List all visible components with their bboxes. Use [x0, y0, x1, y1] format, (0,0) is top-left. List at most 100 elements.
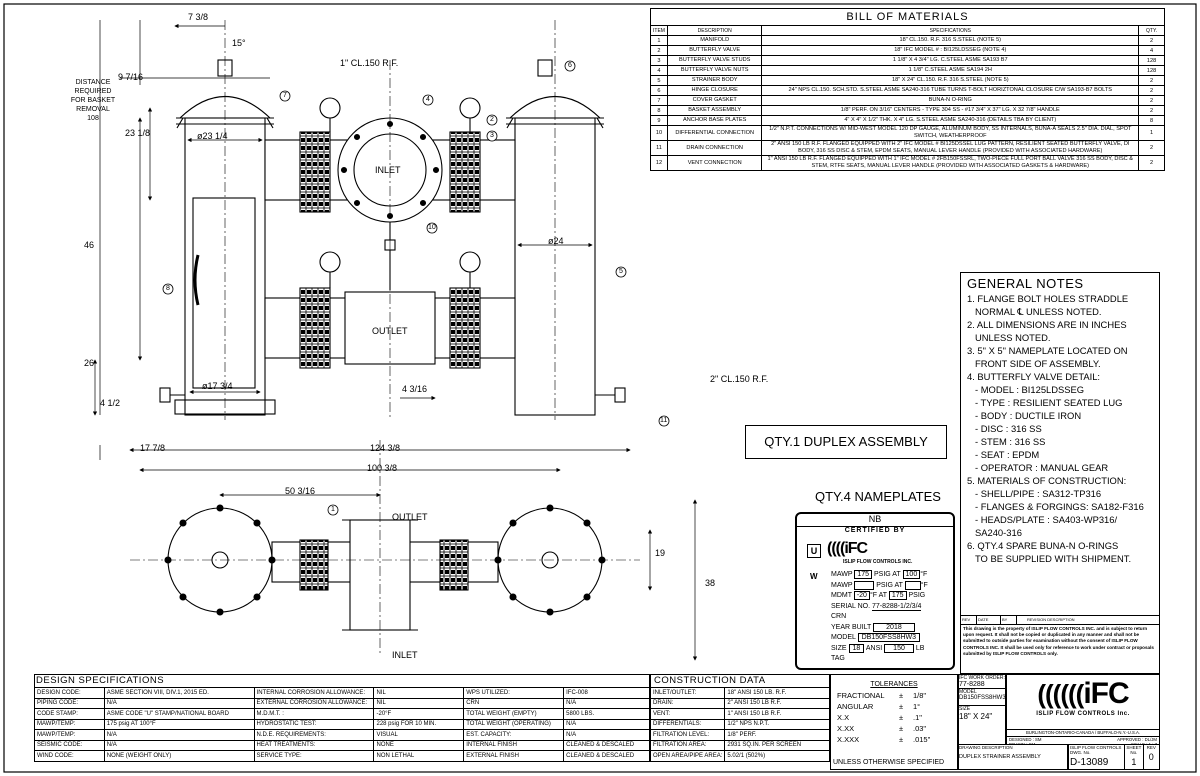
note-line: TO BE SUPPLIED WITH SHIPMENT.: [975, 553, 1132, 564]
rev-label: REV: [1146, 745, 1156, 750]
spec-cell: TOTAL WEIGHT (EMPTY): [463, 708, 565, 720]
spec-cell: HEAT TREATMENTS:: [253, 739, 375, 751]
bom-spec: 1 1/8" C.STEEL ASME SA194 2H: [761, 65, 1140, 76]
bom-desc: DRAIN CONNECTION: [666, 140, 763, 156]
spec-cell: CLEANED & DESCALED: [563, 750, 650, 762]
construction-table: INLET/OUTLET:18" ANSI 150 LB. R.F.DRAIN:…: [649, 687, 830, 762]
bom-desc: VENT CONNECTION: [666, 155, 763, 171]
dim-19: 19: [655, 548, 666, 558]
spec-cell: -20°F: [373, 708, 465, 720]
construction-cell: 18" ANSI 150 LB. R.F.: [724, 687, 830, 699]
note-line: NORMAL ℄ UNLESS NOTED.: [975, 306, 1102, 317]
spec-cell: CLEANED & DESCALED: [563, 739, 650, 751]
dim-dia-23-1-4: ø23 1/4: [197, 131, 228, 141]
dim-15-deg: 15°: [232, 38, 246, 48]
spec-cell: WPS UTILIZED:: [463, 687, 565, 699]
drawing-desc-label: DRAWING DESCRIPTION: [959, 745, 1013, 750]
bom-item: 11: [650, 140, 668, 156]
bom-item: 2: [650, 45, 668, 56]
bom-qty: 2: [1138, 85, 1165, 96]
notes-title: GENERAL NOTES: [967, 276, 1084, 291]
sheet-label: SHEET No.: [1126, 745, 1142, 755]
company-logo: ((((((iFC: [1037, 677, 1129, 710]
revision-block: REV DATE BY REVISION DESCRIPTION This dr…: [960, 615, 1160, 674]
address: BURLINGTON-ONTARIO-CANADA / BUFFALO-N.Y.…: [1007, 730, 1159, 737]
construction-cell: 1" ANSI 150 LB R.F.: [724, 708, 830, 720]
spec-row: DESIGN CODE:ASME SECTION VIII, DIV.1, 20…: [34, 687, 650, 699]
construction-cell: FILTRATION LEVEL:: [649, 729, 726, 741]
bom-desc: COVER GASKET: [666, 95, 763, 106]
bom-qty: 1: [1138, 125, 1165, 141]
dim-4-1-2: 4 1/2: [100, 398, 121, 408]
spec-cell: EXTERNAL CORROSION ALLOWANCE:: [253, 697, 375, 709]
note-line: SA240-316: [975, 527, 1022, 538]
tolerance-cell: ±: [899, 713, 904, 722]
spec-cell: EXTERNAL FINISH: [463, 750, 565, 762]
construction-cell: 2931 SQ.IN. PER SCREEN: [724, 739, 830, 751]
drawing-description-block: DRAWING DESCRIPTION DUPLEX STRAINER ASSE…: [958, 744, 1068, 770]
nameplate-nb: NB: [797, 514, 953, 527]
tolerance-row: FRACTIONAL±1/8": [837, 690, 951, 701]
note-line: - STEM : 316 SS: [975, 436, 1046, 447]
construction-cell: 1/2" NPS N.P.T.: [724, 718, 830, 730]
spec-cell: N/A: [103, 739, 255, 751]
bom-header-qty: QTY.: [1138, 25, 1165, 36]
nameplate: NB CERTIFIED BY U W ((((iFC ISLIP FLOW C…: [795, 512, 955, 670]
tolerance-cell: .03": [913, 724, 927, 733]
spec-cell: EST. CAPACITY:: [463, 729, 565, 741]
spec-cell: N/A: [103, 697, 255, 709]
note-line: 2. ALL DIMENSIONS ARE IN INCHES: [967, 319, 1127, 330]
bom-desc: HINGE CLOSURE: [666, 85, 763, 96]
vent-callout: 1" CL.150 R.F.: [340, 58, 399, 68]
bom-desc: STRAINER BODY: [666, 75, 763, 86]
model-label: MODEL: [959, 688, 1005, 695]
construction-cell: DRAIN:: [649, 697, 726, 709]
spec-cell: DESIGN CODE:: [34, 687, 105, 699]
bom-spec: 24" NPS CL.150. SCH.STD. S.STEEL ASME SA…: [761, 85, 1140, 96]
bom-item: 5: [650, 75, 668, 86]
spec-cell: N.D.E. REQUIREMENTS:: [253, 729, 375, 741]
balloon-6: 6: [568, 62, 572, 69]
spec-cell: N/A: [563, 697, 650, 709]
dim-26: 26: [84, 358, 95, 368]
spec-cell: WIND CODE:: [34, 750, 105, 762]
bom-header-row: ITEM DESCRIPTION SPECIFICATIONS QTY.: [650, 25, 1165, 36]
bom-desc: MANIFOLD: [666, 35, 763, 46]
dim-100-3-8: 100 3/8: [367, 463, 398, 473]
nameplate-w: W: [810, 572, 818, 581]
spec-cell: 5800 LBS.: [563, 708, 650, 720]
note-line: UNLESS NOTED.: [975, 332, 1051, 343]
spec-cell: N/A: [563, 729, 650, 741]
spec-cell: VISUAL: [373, 729, 465, 741]
tolerance-cell: X.X: [837, 713, 850, 722]
model-value: DB150FSS8HW3: [959, 695, 1006, 701]
bom-item: 12: [650, 155, 668, 171]
construction-cell: 2" ANSI 150 LB R.F.: [724, 697, 830, 709]
bom-spec: BUNA-N O-RING: [761, 95, 1140, 106]
bom-spec: 1 1/8" X 4 3/4" LG. C.STEEL ASME SA193 B…: [761, 55, 1140, 66]
spec-cell: ASME SECTION VIII, DIV.1, 2015 ED.: [103, 687, 255, 699]
dim-dia-24: ø24: [548, 236, 564, 246]
bom-qty: 2: [1138, 140, 1165, 156]
nameplate-u-stamp: U: [807, 544, 821, 558]
bom-qty: 8: [1138, 115, 1165, 126]
tolerance-cell: ANGULAR: [837, 702, 874, 711]
spec-cell: INTERNAL CORROSION ALLOWANCE:: [253, 687, 375, 699]
spec-cell: N/A: [103, 729, 255, 741]
balloon-4: 4: [426, 96, 430, 103]
construction-row: DIFFERENTIALS:1/2" NPS N.P.T.: [649, 718, 830, 730]
bom-item: 4: [650, 65, 668, 76]
rev-number: 0: [1148, 752, 1154, 762]
construction-row: FILTRATION AREA:2931 SQ.IN. PER SCREEN: [649, 739, 830, 751]
construction-row: DRAIN:2" ANSI 150 LB R.F.: [649, 697, 830, 709]
bom-desc: ANCHOR BASE PLATES: [666, 115, 763, 126]
note-line: 1. FLANGE BOLT HOLES STRADDLE: [967, 293, 1129, 304]
note-line: - OPERATOR : MANUAL GEAR: [975, 462, 1109, 473]
